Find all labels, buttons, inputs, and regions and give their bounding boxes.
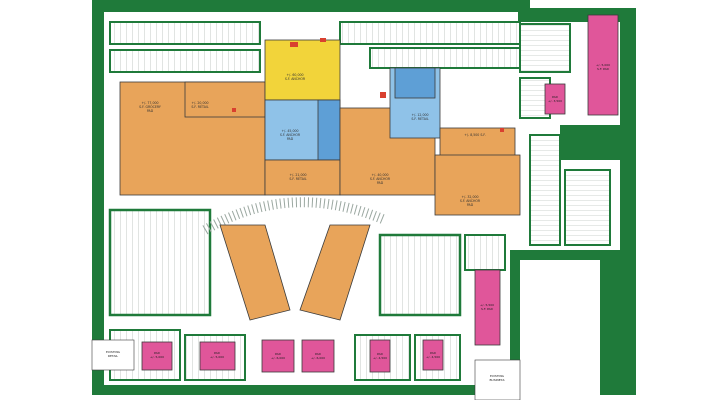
pad-s5 [369,339,391,373]
label-pad-s1: PAD+/- 5,000 [150,351,164,359]
shop-ne [439,127,516,159]
pad-s4 [301,339,335,373]
shop-nw [184,81,266,118]
label-pad-ne-small: PAD+/- 3,500 [548,95,562,103]
label-pad-s4: PAD+/- 6,000 [311,352,325,360]
anchor-b-yellow [264,39,341,101]
ne-island [568,140,598,160]
pad-ne-small [544,83,566,115]
pad-s3 [261,339,295,373]
anchor-d-retail [264,159,341,196]
red-markers [232,38,504,132]
pad-s6 [422,339,444,371]
sw-corner-lot [91,339,135,371]
blue-dark-strip [317,99,341,161]
label-pad-s2: PAD+/- 5,000 [210,351,224,359]
pad-ne-top [587,14,619,116]
pads [141,14,619,373]
anchor-f-blue-dark [394,67,436,99]
pad-s1 [141,341,173,371]
arc-drive [202,197,387,235]
pad-s2 [199,341,236,371]
main-building [119,39,521,216]
label-pad-s6: PAD+/- 4,500 [426,351,440,359]
label-pad-s5: PAD+/- 4,500 [373,352,387,360]
anchor-g-orange [434,154,521,216]
center-shops [219,224,371,321]
se-corner-lot [474,359,521,400]
label-pad-s3: PAD+/- 6,000 [271,352,285,360]
pad-east [474,269,501,346]
label-shop-ne: +/- 8,500 S.F. [464,133,485,137]
